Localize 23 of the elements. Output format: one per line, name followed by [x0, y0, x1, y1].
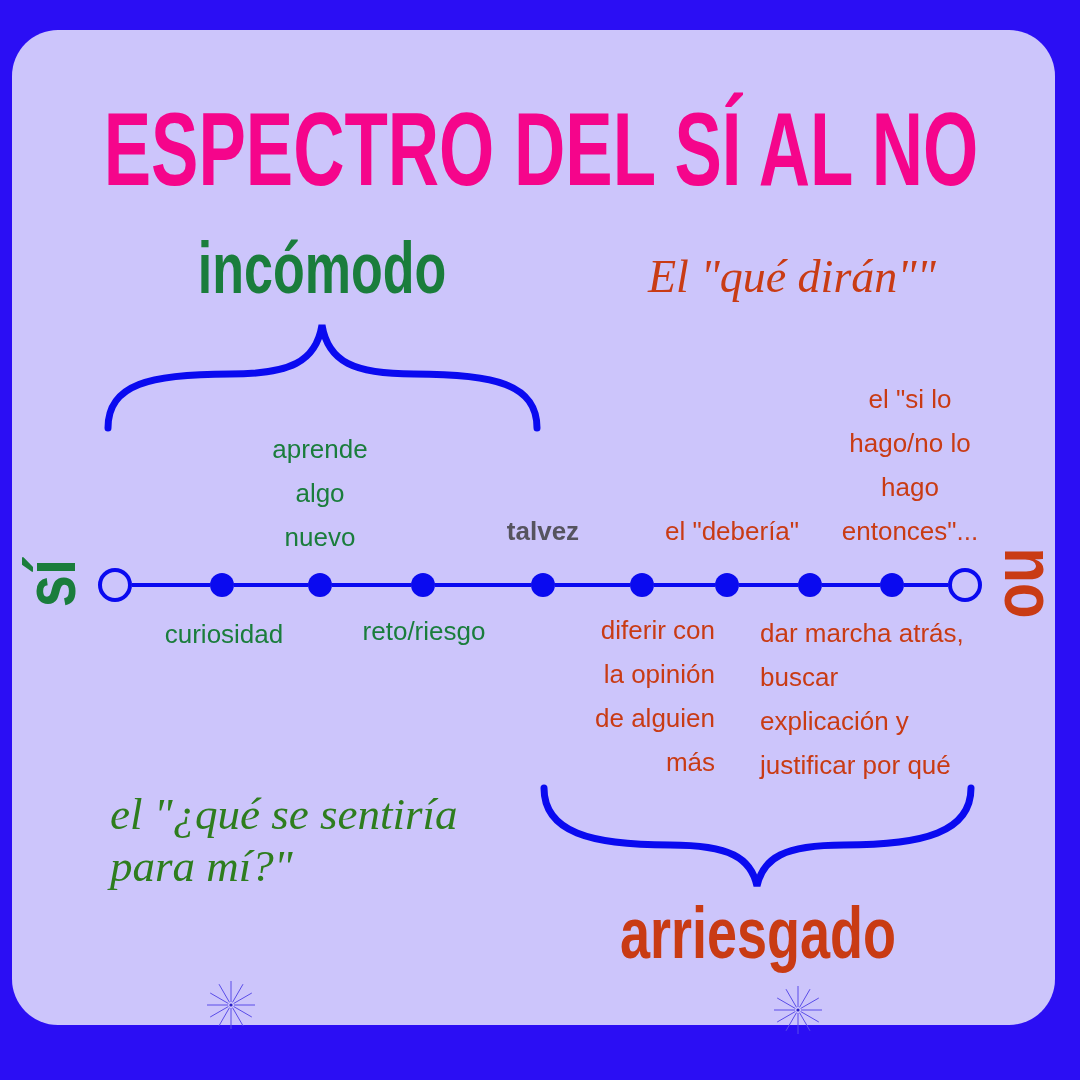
end-label: sí — [10, 558, 90, 608]
connector-line — [555, 583, 630, 587]
point-label: reto/riesgo — [361, 615, 487, 648]
connector-line — [332, 583, 411, 587]
connector-line — [822, 583, 880, 587]
connector-line — [435, 583, 531, 587]
connector-line — [904, 583, 948, 587]
point-label: diferir con la opinión de alguien más — [594, 614, 715, 779]
point-label: talvez — [505, 515, 581, 548]
point-label: el "si lo hago/no lo hago entonces"... — [840, 383, 980, 548]
end-label: no — [990, 547, 1070, 619]
brace-label: incómodo — [197, 227, 447, 309]
point-label: curiosidad — [163, 618, 285, 651]
point-label: aprende algo nuevo — [271, 433, 369, 554]
point-label: el "debería" — [663, 515, 801, 548]
connector-line — [739, 583, 798, 587]
title: ESPECTRO DEL SÍ AL NO — [103, 94, 979, 206]
connector-line — [654, 583, 715, 587]
quote-text: El "qué dirán"" — [648, 250, 937, 304]
brace-label: arriesgado — [619, 891, 897, 973]
connector-line — [234, 583, 308, 587]
point-label: dar marcha atrás, buscar explicación y justificar por qué — [760, 617, 965, 782]
connector-line — [132, 583, 210, 587]
